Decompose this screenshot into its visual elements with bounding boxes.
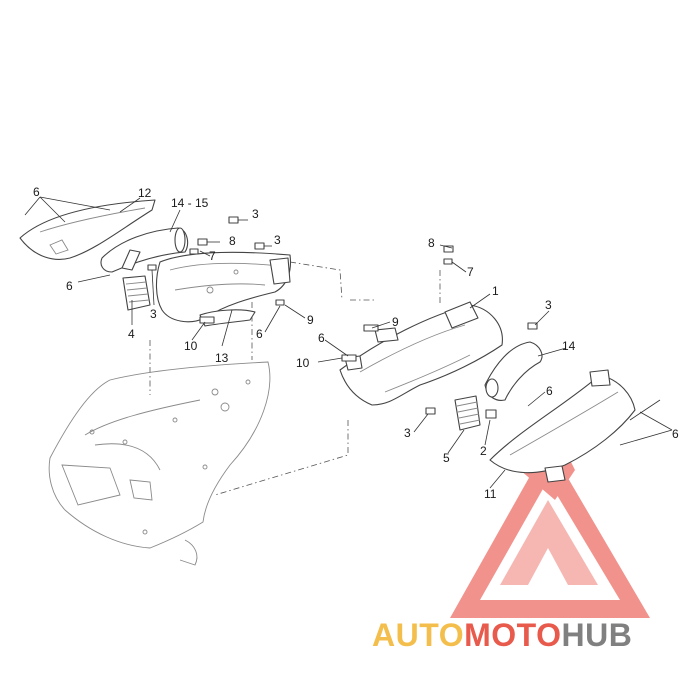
screw-7b [443,258,453,265]
screw-6m [275,299,285,306]
callout-14: 14 [562,339,576,353]
screw-3e [425,407,436,415]
callout-3-d: 3 [545,298,552,312]
callout-3-a: 3 [252,207,259,221]
duct-assembly-part-1 [339,301,503,406]
wordmark-hub: HUB [561,617,632,653]
panel-part-12 [19,199,156,260]
screw-2 [485,409,497,419]
duct-part-14 [484,341,543,401]
grille-part-5 [454,395,481,431]
callout-labels: 6 12 14 - 15 3 8 3 7 6 3 4 10 13 6 9 8 7… [33,185,679,501]
duct-part-14-15 [100,227,189,273]
callout-3-b: 3 [274,233,281,247]
duct-assembly-part-13 [155,251,292,327]
callout-3-e: 3 [404,426,411,440]
screw-3c [147,264,157,271]
callout-7-a: 7 [209,249,216,263]
callout-10-a: 10 [184,339,198,353]
callout-1: 1 [492,284,499,298]
callout-10-b: 10 [296,356,310,370]
grille-part-4 [122,275,151,311]
callout-14-15: 14 - 15 [171,196,209,210]
callout-6-top-left: 6 [33,185,40,199]
screw-8b [443,245,454,253]
callout-8-b: 8 [428,236,435,250]
callout-5: 5 [443,451,450,465]
callout-12: 12 [138,186,152,200]
callout-6-left: 6 [66,279,73,293]
callout-3-c: 3 [150,307,157,321]
callout-7-b: 7 [467,265,474,279]
fasteners [147,216,538,419]
callout-2: 2 [480,444,487,458]
callout-4: 4 [128,327,135,341]
screw-8a [197,238,220,246]
callout-6-other: 6 [546,384,553,398]
watermark-wordmark: AUTOMOTOHUB [372,617,632,653]
callout-11: 11 [484,487,497,501]
callout-9-a: 9 [307,313,314,327]
clip-10b [341,354,357,362]
leader-lines [24,196,673,489]
callout-6-middle: 6 [256,327,263,341]
screw-3a [228,216,248,224]
clip-10a [199,316,215,324]
panel-part-11 [489,369,636,483]
wordmark-auto: AUTO [372,617,464,653]
logo-inner-shape [500,500,598,585]
callout-6-near: 6 [318,331,325,345]
screw-3d [527,322,538,330]
callout-13: 13 [215,351,229,365]
callout-6-right: 6 [672,427,679,441]
wordmark-moto: MOTO [464,617,561,653]
callout-9-b: 9 [392,315,399,329]
callout-8-a: 8 [229,234,236,248]
front-fairing [48,361,271,566]
screw-3b [254,242,272,250]
screw-7a [189,248,199,255]
clip-9b [363,324,379,332]
